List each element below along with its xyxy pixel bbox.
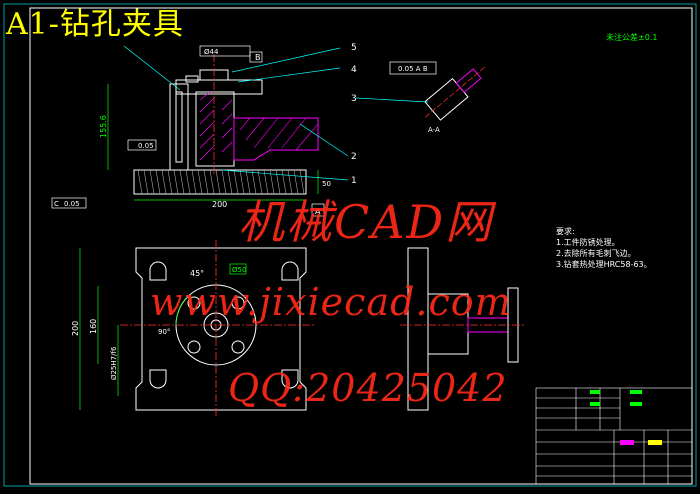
balloon-4: 4 bbox=[351, 65, 357, 75]
nut-left bbox=[185, 75, 199, 83]
drawing-title: A1-钻孔夹具 bbox=[6, 7, 184, 42]
dim-angle-90: 90° bbox=[158, 328, 170, 336]
gdt-top-value: Ø44 bbox=[204, 48, 219, 56]
plan-view bbox=[79, 240, 314, 416]
plan-body bbox=[135, 247, 307, 411]
clamp-body bbox=[195, 91, 235, 167]
title-block bbox=[535, 387, 693, 485]
balloon-3: 3 bbox=[351, 94, 357, 104]
outer-frame bbox=[3, 3, 697, 487]
workpiece-arm bbox=[233, 117, 319, 161]
watermark-url: www.jixiecad.com bbox=[150, 280, 512, 324]
gdt-top-ref: B bbox=[255, 53, 261, 62]
body-hatch bbox=[199, 91, 233, 161]
inner-frame bbox=[29, 7, 693, 485]
section-a-a bbox=[355, 66, 485, 121]
gdt-side-value: 0.05 bbox=[138, 142, 154, 150]
balloon-1: 1 bbox=[351, 176, 357, 186]
datum-a-label: A bbox=[315, 207, 321, 216]
dim-height-main: 155.6 bbox=[99, 115, 108, 138]
gdt-side-frame bbox=[127, 139, 157, 151]
dim-angle: 45° bbox=[190, 269, 204, 278]
watermark-qq: QQ:20425042 bbox=[228, 366, 508, 410]
balloon-leaders bbox=[123, 45, 349, 181]
gdt-base-frame bbox=[51, 197, 87, 209]
gdt-base-letter: C bbox=[54, 200, 59, 208]
front-view bbox=[107, 45, 349, 201]
title-block-fill bbox=[590, 390, 662, 445]
dim-plan-inner: 160 bbox=[89, 319, 98, 334]
requirement-1: 1.工件防锈处理。 bbox=[556, 238, 620, 247]
dim-fit: Ø25H7/f6 bbox=[110, 346, 118, 380]
watermark-site-name: 机械CAD网 bbox=[238, 195, 494, 249]
balloon-2: 2 bbox=[351, 152, 357, 162]
side-view bbox=[400, 247, 526, 411]
tolerance-note: 未注公差±0.1 bbox=[606, 33, 658, 42]
gdt-section-frame bbox=[389, 61, 437, 75]
support-column bbox=[169, 83, 189, 171]
section-label: A-A bbox=[428, 126, 440, 134]
requirement-2: 2.去除所有毛刺飞边。 bbox=[556, 249, 636, 258]
column-bore bbox=[175, 91, 183, 163]
dim-base-height: 50 bbox=[322, 180, 331, 188]
dia-hole-label: Ø50 bbox=[232, 266, 246, 274]
gdt-section-value: 0.05 A B bbox=[398, 65, 428, 73]
base-knurl bbox=[137, 169, 305, 195]
gdt-base-value: 0.05 bbox=[64, 200, 80, 208]
arm-hatch bbox=[239, 117, 319, 151]
technical-requirements: 要求: 1.工件防锈处理。 2.去除所有毛刺飞边。 3.钻套热处理HRC58-6… bbox=[556, 226, 652, 270]
dim-base-width: 200 bbox=[212, 200, 227, 209]
dim-plan-width: 200 bbox=[71, 321, 80, 336]
requirement-3: 3.钻套热处理HRC58-63。 bbox=[556, 260, 652, 269]
gdt-top-frame bbox=[199, 45, 251, 57]
balloon-5: 5 bbox=[351, 43, 357, 53]
requirements-heading: 要求: bbox=[556, 227, 575, 236]
